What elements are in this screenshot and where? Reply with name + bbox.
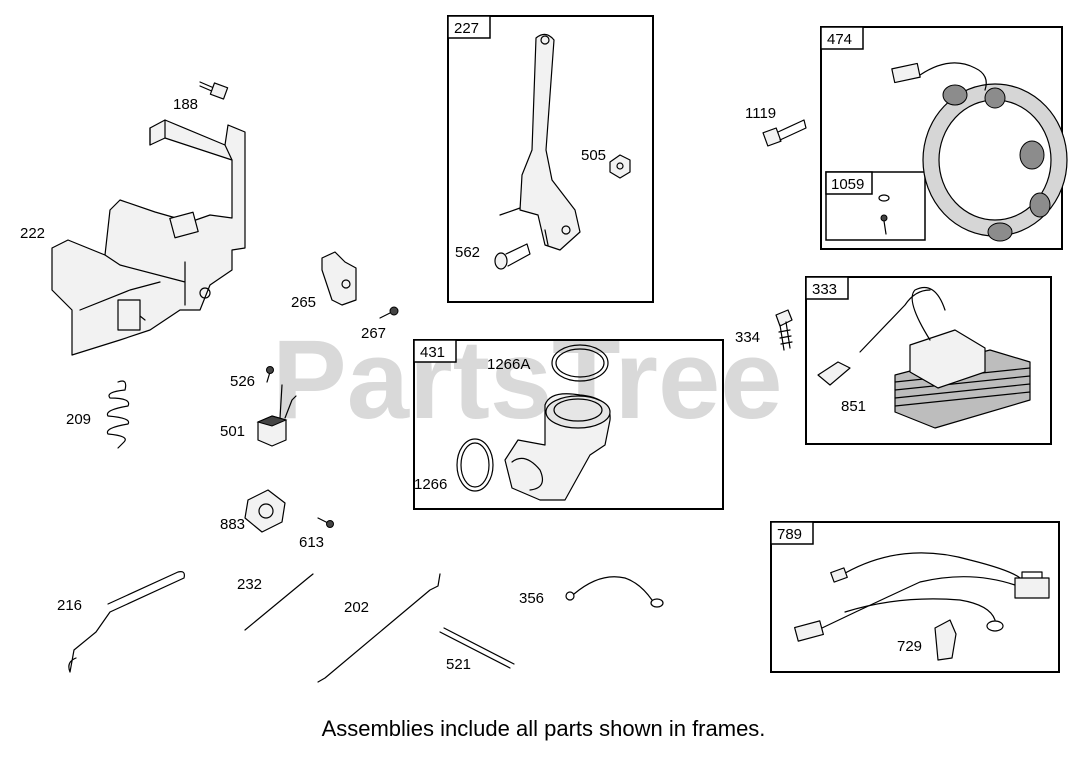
label-562: 562 [455, 244, 480, 261]
label-1119: 1119 [745, 105, 776, 122]
label-501: 501 [220, 423, 245, 440]
label-526: 526 [230, 373, 255, 390]
part-333-armature[interactable] [817, 286, 1031, 429]
frame-227[interactable]: 227 [447, 15, 654, 303]
part-265-clip[interactable] [321, 251, 357, 306]
label-202: 202 [344, 599, 369, 616]
label-729: 729 [897, 638, 922, 655]
part-613-screw[interactable] [317, 517, 334, 528]
label-613: 613 [299, 534, 324, 551]
frame-431[interactable]: 431 [413, 339, 724, 510]
part-474-stator[interactable] [891, 62, 1068, 242]
label-505: 505 [581, 147, 606, 164]
part-232-rod[interactable] [244, 573, 314, 631]
frame-333-label: 333 [812, 281, 837, 298]
frame-1059[interactable]: 1059 [825, 171, 926, 241]
part-521-pin[interactable] [439, 627, 515, 669]
label-265: 265 [291, 294, 316, 311]
part-334-bolt[interactable] [775, 309, 793, 351]
part-789-harness[interactable] [794, 552, 1050, 661]
part-216-link[interactable] [68, 571, 185, 673]
part-227-lever[interactable] [499, 33, 581, 251]
part-209-spring[interactable] [106, 380, 130, 449]
label-521: 521 [446, 656, 471, 673]
part-501-switch[interactable] [256, 384, 297, 447]
label-851: 851 [841, 398, 866, 415]
label-232: 232 [237, 576, 262, 593]
frame-789-label: 789 [777, 526, 802, 543]
label-216: 216 [57, 597, 82, 614]
part-1266A-oring[interactable] [551, 344, 609, 382]
part-1266-oring[interactable] [456, 438, 494, 492]
label-188: 188 [173, 96, 198, 113]
part-1119-bolt[interactable] [762, 119, 807, 147]
part-267-screw[interactable] [379, 306, 399, 319]
label-209: 209 [66, 411, 91, 428]
label-267: 267 [361, 325, 386, 342]
watermark: PartsTree [272, 317, 783, 442]
frame-431-label: 431 [420, 344, 445, 361]
part-505-nut[interactable] [609, 154, 631, 179]
footer-note: Assemblies include all parts shown in fr… [321, 716, 766, 741]
label-222: 222 [20, 225, 45, 242]
part-356-ground-wire[interactable] [565, 576, 664, 608]
part-526-screw[interactable] [266, 366, 274, 383]
frame-789[interactable]: 789 [770, 521, 1060, 673]
part-202-rod[interactable] [317, 573, 441, 683]
part-188-bolt[interactable] [199, 81, 229, 100]
label-1266A: 1266A [487, 356, 530, 373]
label-334: 334 [735, 329, 760, 346]
part-431-elbow[interactable] [504, 393, 611, 501]
label-883: 883 [220, 516, 245, 533]
label-1266: 1266 [414, 476, 447, 493]
frame-1059-label: 1059 [831, 176, 864, 193]
part-562-screw[interactable] [494, 243, 531, 270]
part-1059-hardware[interactable] [878, 194, 890, 235]
frame-227-label: 227 [454, 20, 479, 37]
part-222-bracket[interactable] [51, 119, 246, 356]
part-883-gasket[interactable] [244, 489, 286, 533]
frame-474-label: 474 [827, 31, 852, 48]
frame-333[interactable]: 333 [805, 276, 1052, 445]
label-356: 356 [519, 590, 544, 607]
